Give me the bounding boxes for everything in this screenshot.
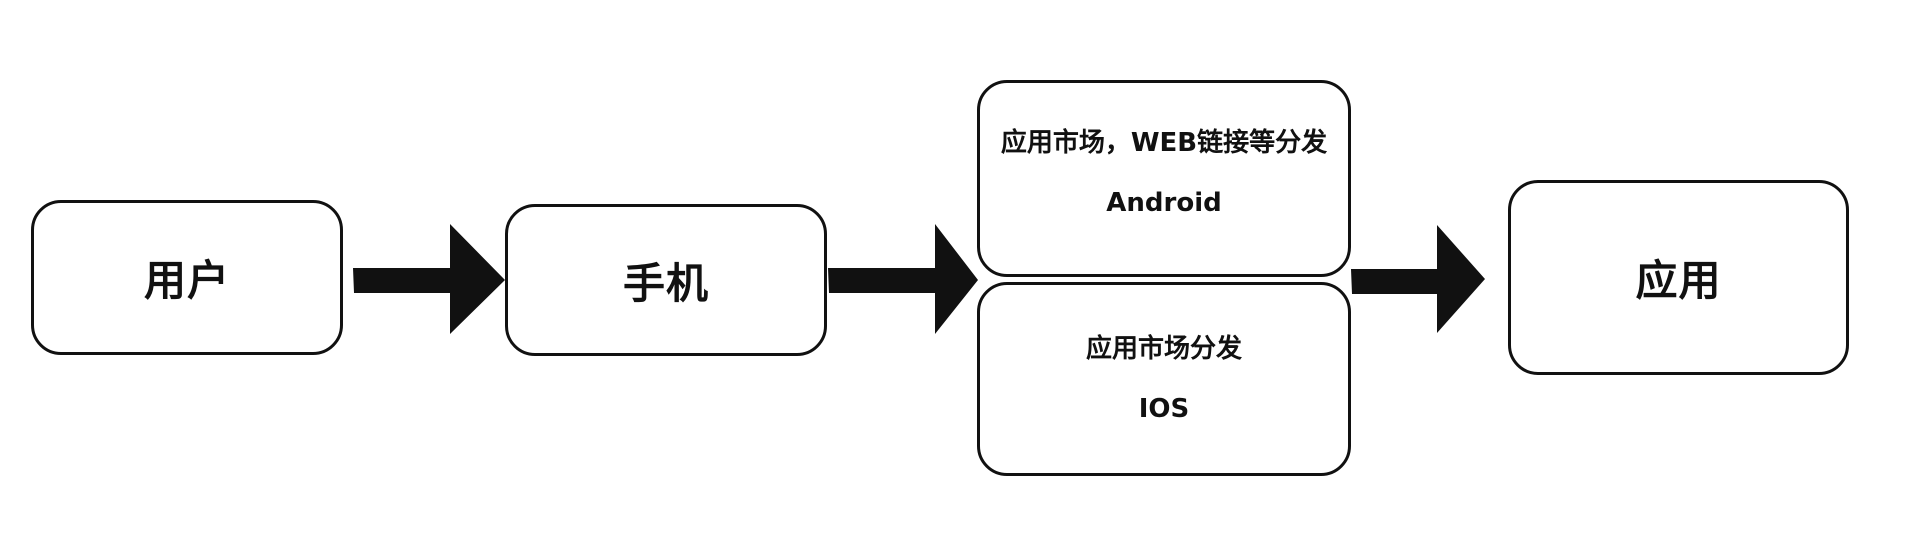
- node-user: 用户: [31, 200, 343, 355]
- arrow-distribution-to-app: [1351, 225, 1485, 333]
- node-ios-line2: IOS: [1138, 394, 1190, 424]
- arrow-phone-to-distribution: [828, 224, 978, 334]
- node-app-label: 应用: [1635, 256, 1722, 305]
- node-ios-line1: 应用市场分发: [1085, 334, 1242, 364]
- node-phone: 手机: [505, 204, 827, 356]
- node-user-label: 用户: [143, 256, 230, 305]
- node-ios: 应用市场分发 IOS: [977, 282, 1351, 476]
- node-app: 应用: [1508, 180, 1849, 375]
- node-phone-label: 手机: [622, 258, 709, 308]
- node-android-line1: 应用市场，WEB链接等分发: [1000, 128, 1328, 158]
- node-android: 应用市场，WEB链接等分发 Android: [977, 80, 1351, 277]
- node-android-line2: Android: [1106, 188, 1222, 218]
- arrow-user-to-phone: [353, 224, 505, 334]
